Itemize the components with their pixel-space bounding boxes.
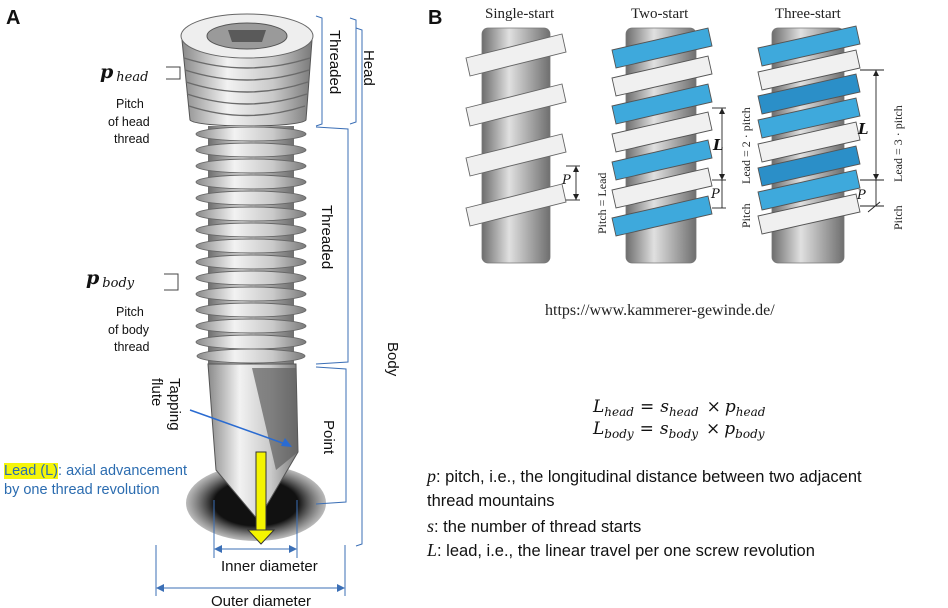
lead-desc-1: : axial advancement — [58, 463, 187, 479]
lead-definition: Lead (L): axial advancement by one threa… — [4, 462, 209, 500]
three-start-screw — [757, 25, 861, 264]
single-pitch-lead: Pitch = Lead — [595, 173, 609, 234]
def-l-text: : lead, i.e., the linear travel per one … — [437, 542, 815, 560]
two-pitch: Pitch — [739, 203, 753, 228]
panel-b-label: B — [428, 7, 442, 29]
tapping-label: Tapping — [166, 378, 183, 431]
definition-s: s: the number of thread starts — [427, 514, 947, 539]
definition-p: p: pitch, i.e., the longitudinal distanc… — [427, 464, 947, 513]
flute-leader — [189, 409, 289, 446]
lead-arrow — [246, 451, 276, 545]
panel-b-dimensions — [566, 69, 884, 213]
screw-head — [180, 13, 314, 127]
outer-arrow-left — [156, 584, 164, 592]
pitch-body-text: Pitch of body thread — [108, 305, 153, 354]
def-s-symbol: s — [427, 516, 435, 536]
lead-term-highlight: Lead (L) — [4, 463, 59, 479]
two-L: L — [712, 136, 724, 154]
formula-l-body: Lbody=sbody×pbody — [592, 419, 765, 441]
screw-body — [195, 126, 307, 366]
single-start-screw — [465, 27, 567, 264]
two-P: P — [710, 187, 720, 202]
head-label: Head — [360, 50, 377, 86]
two-lead-formula: Lead = 2 · pitch — [739, 107, 753, 184]
body-label: Body — [384, 342, 401, 377]
title-three-start: Three-start — [775, 6, 842, 22]
panel-b-arrowheads — [573, 70, 879, 200]
lead-desc-2: by one thread revolution — [4, 482, 160, 498]
threaded-body-label: Threaded — [318, 205, 335, 269]
flute-label: flute — [148, 378, 165, 406]
outer-diameter-label: Outer diameter — [211, 593, 311, 608]
three-pitch: Pitch — [891, 205, 905, 230]
inner-diameter-label: Inner diameter — [221, 558, 318, 575]
formula-l-head: Lhead=shead×phead — [592, 397, 766, 419]
three-P: P — [856, 188, 866, 203]
two-start-screw — [611, 27, 713, 264]
inner-arrow-right — [289, 545, 297, 553]
p-body-bracket — [164, 273, 179, 291]
three-L: L — [857, 120, 869, 138]
right-brackets — [315, 15, 363, 547]
source-url: https://www.kammerer-gewinde.de/ — [545, 302, 775, 319]
inner-arrow-left — [214, 545, 222, 553]
definition-l: L: lead, i.e., the linear travel per one… — [427, 538, 947, 563]
def-p-text: : pitch, i.e., the longitudinal distance… — [436, 468, 862, 486]
def-l-symbol: L — [427, 540, 438, 560]
def-s-text: : the number of thread starts — [434, 518, 642, 536]
point-label: Point — [320, 420, 337, 455]
def-p-symbol: p — [427, 466, 436, 486]
single-P: P — [561, 173, 571, 188]
three-lead-formula: Lead = 3 · pitch — [891, 105, 905, 182]
outer-arrow-right — [337, 584, 345, 592]
flute-leader-arrowhead — [281, 438, 292, 447]
def-p-text-2: thread mountains — [427, 492, 555, 510]
title-two-start: Two-start — [631, 6, 689, 22]
diameter-lines — [155, 500, 346, 596]
panel-a-label: A — [6, 7, 20, 29]
threaded-head-label: Threaded — [326, 30, 343, 94]
title-single-start: Single-start — [485, 6, 555, 22]
pitch-head-text: Pitch of head thread — [108, 97, 153, 146]
p-head-bracket — [166, 66, 181, 80]
